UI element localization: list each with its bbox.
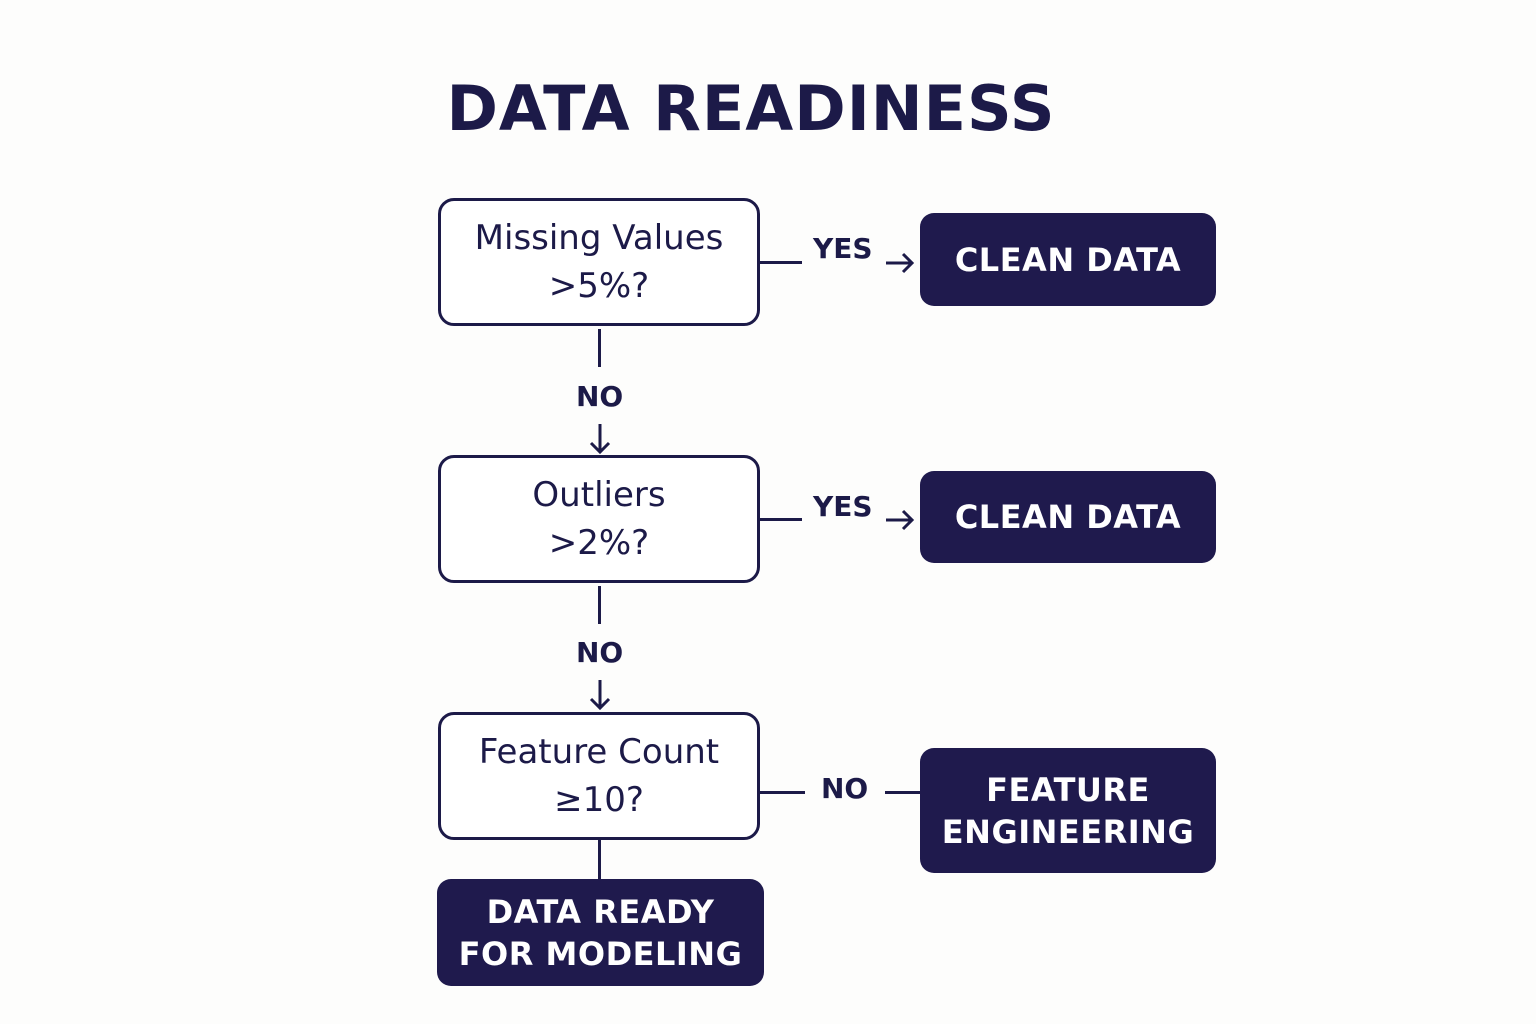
outcome-label: CLEAN DATA xyxy=(954,498,1182,536)
arrow-right-icon xyxy=(886,252,915,274)
decision-text-line1: Feature Count xyxy=(478,732,720,772)
connector-line xyxy=(760,261,802,264)
edge-label-no: NO xyxy=(576,636,624,669)
outcome-clean-data: CLEAN DATA xyxy=(920,471,1216,563)
arrow-down-icon xyxy=(589,680,611,711)
arrow-down-icon xyxy=(589,424,611,455)
connector-line xyxy=(760,518,802,521)
edge-label-yes: YES xyxy=(813,490,873,523)
decision-text-line1: Outliers xyxy=(532,475,666,515)
connector-line xyxy=(598,586,601,624)
edge-label-yes: YES xyxy=(813,232,873,265)
decision-text-line1: Missing Values xyxy=(474,218,724,258)
decision-text-line2: >5%? xyxy=(548,266,650,306)
outcome-label-line2: ENGINEERING xyxy=(941,812,1195,851)
outcome-feature-engineering: FEATURE ENGINEERING xyxy=(920,748,1216,873)
connector-line xyxy=(598,840,601,880)
arrow-right-icon xyxy=(886,509,915,531)
diagram-title: DATA READINESS xyxy=(446,72,1056,145)
outcome-label: CLEAN DATA xyxy=(954,240,1182,279)
decision-text-line2: >2%? xyxy=(548,523,650,563)
edge-label-no: NO xyxy=(821,772,869,805)
decision-feature-count: Feature Count ≥10? xyxy=(438,712,760,840)
decision-missing-values: Missing Values >5%? xyxy=(438,198,760,326)
decision-outliers: Outliers >2%? xyxy=(438,455,760,583)
outcome-label-line1: DATA READY xyxy=(486,892,715,931)
outcome-label-line1: FEATURE xyxy=(986,770,1150,809)
connector-line xyxy=(598,329,601,367)
connector-line xyxy=(885,791,921,794)
edge-label-no: NO xyxy=(576,380,624,413)
outcome-clean-data: CLEAN DATA xyxy=(920,213,1216,306)
connector-line xyxy=(760,791,805,794)
outcome-data-ready: DATA READY FOR MODELING xyxy=(437,879,764,986)
outcome-label-line2: FOR MODELING xyxy=(458,934,743,973)
decision-text-line2: ≥10? xyxy=(554,780,644,820)
